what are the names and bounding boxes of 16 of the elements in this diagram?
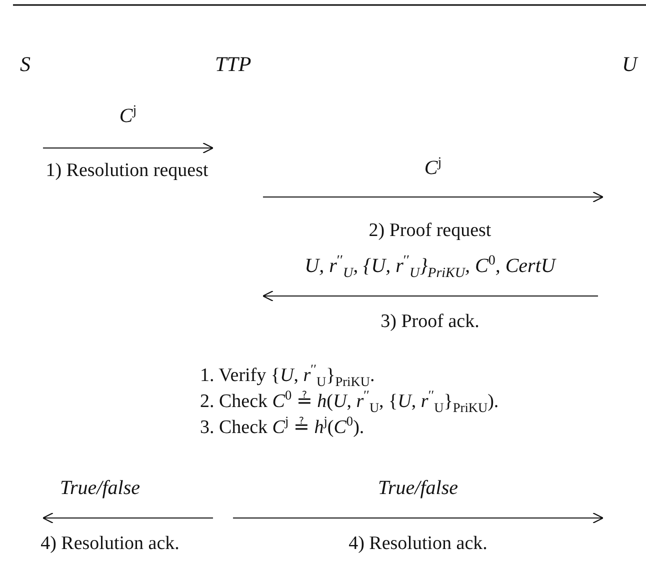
participant-label: TTP	[215, 53, 252, 76]
verification-step: 1. Verify {U, r$^{′′}$$_{U}$}$_{PriKU}$.	[200, 365, 375, 388]
step-label: 3) Proof ack.	[380, 311, 480, 334]
step-label: 4) Resolution ack.	[40, 533, 180, 556]
message-label: True/false	[378, 476, 458, 500]
participant-label: S	[20, 53, 30, 76]
message-label: C$^{j}$	[119, 104, 137, 128]
message-label: True/false	[60, 476, 140, 500]
participant-label: U	[622, 53, 638, 76]
message-label: U, r$^{′′}$$_{U}$, {U, r$^{′′}$$_{U}$}$_{PriKU}$, C$^{0}$, CertU	[304, 254, 556, 278]
verification-step: 2. Check C$^{0}$ ≟ h(U, r$^{′′}$$_{U}$, {U, r$^{′′}$$_{U}$}$_{PriKU}$).	[200, 391, 499, 414]
step-label: 4) Resolution ack.	[348, 533, 488, 556]
message-label: C$^{j}$	[424, 156, 442, 180]
verification-step: 3. Check C$^{j}$ ≟ h$^{j}$(C$^{0}$).	[200, 417, 364, 440]
step-label: 1) Resolution request	[46, 160, 208, 183]
step-label: 2) Proof request	[368, 220, 492, 243]
